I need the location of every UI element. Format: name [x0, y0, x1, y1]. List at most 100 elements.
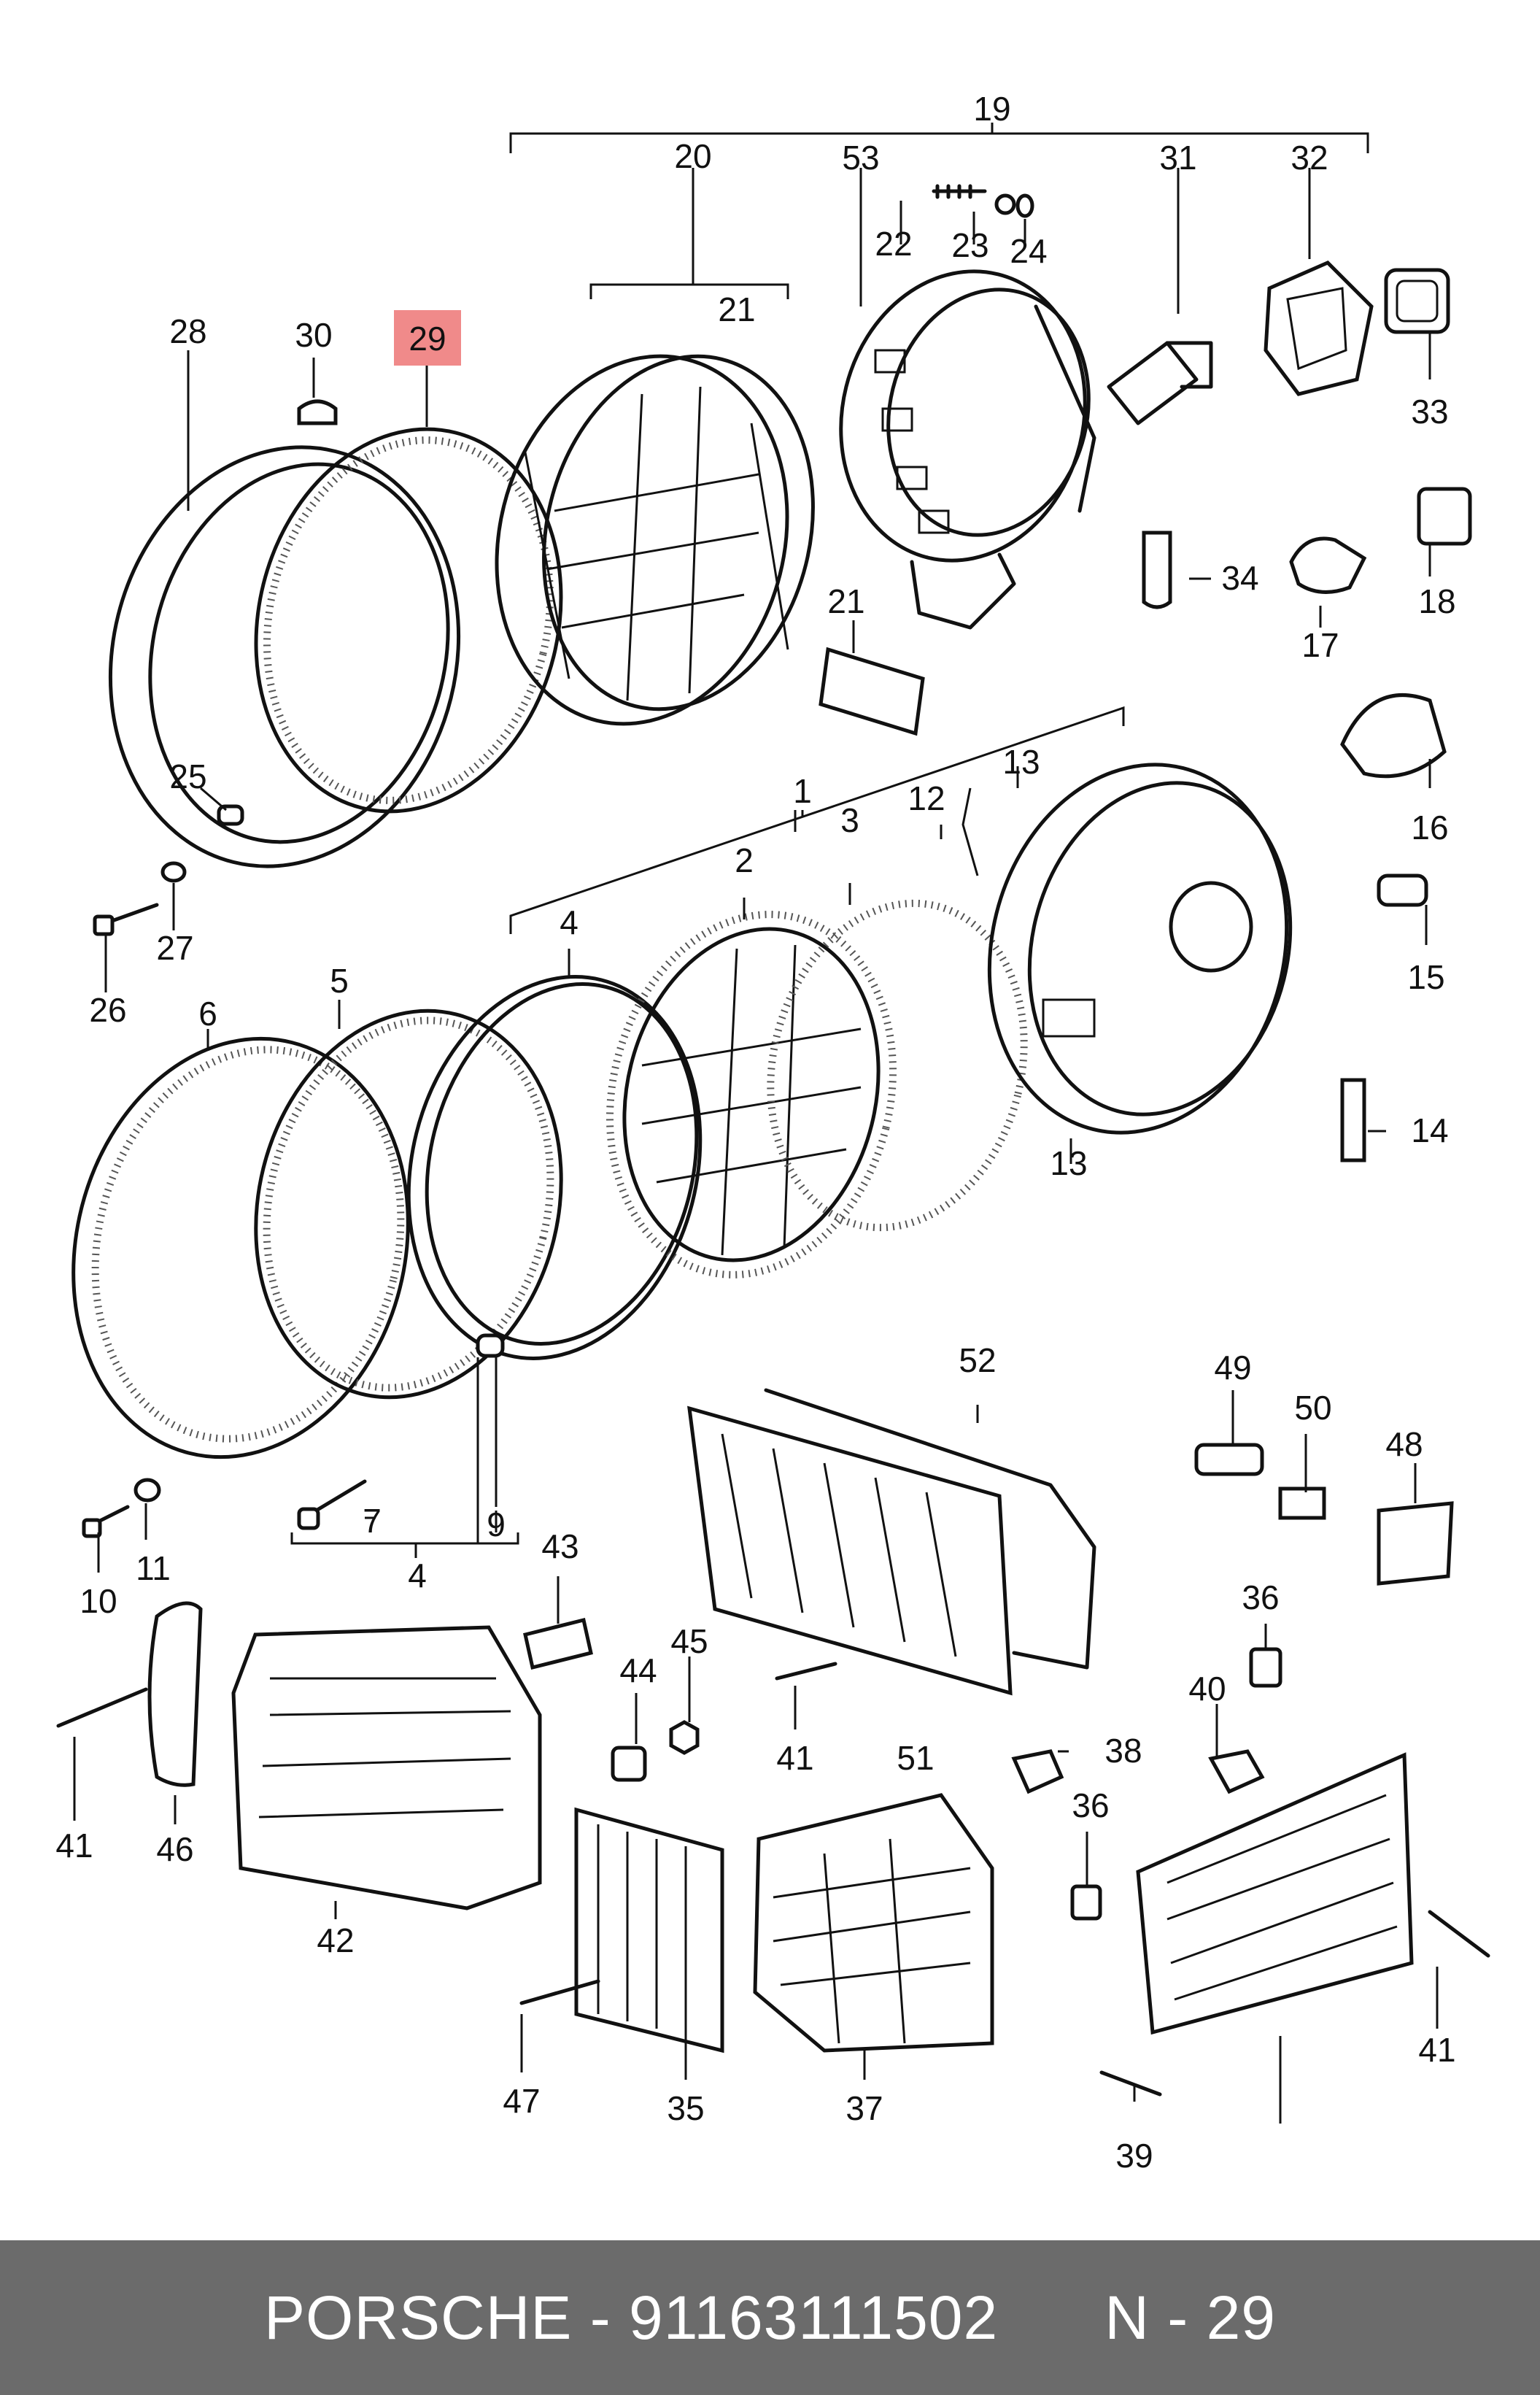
footer-brand: PORSCHE	[263, 2283, 573, 2352]
part-50-bulb	[1278, 1486, 1326, 1520]
part-32-socket-cap	[1264, 261, 1374, 396]
callout-3: 3	[840, 801, 859, 839]
bracket-4-bottom	[290, 1357, 519, 1545]
callout-25: 25	[169, 757, 206, 795]
callout-45: 45	[670, 1622, 708, 1660]
callout-41-right: 41	[1418, 2031, 1455, 2069]
callout-33: 33	[1411, 393, 1448, 431]
callout-32: 32	[1291, 139, 1328, 177]
part-13-housing	[987, 763, 1293, 1135]
callout-15: 15	[1407, 958, 1444, 996]
part-6-trim-ring	[71, 1036, 410, 1459]
part-39-side-lamp-lens	[1136, 1752, 1414, 2035]
part-info-footer: PORSCHE - 91163111502 N - 29	[0, 2240, 1540, 2395]
callout-29-highlighted: 29	[409, 320, 446, 358]
footer-separator: -	[572, 2283, 630, 2352]
callout-21-top: 21	[718, 290, 755, 328]
footer-gap	[998, 2283, 1104, 2353]
part-53-mounting-bracket	[839, 269, 1096, 630]
callout-19: 19	[973, 90, 1010, 128]
callout-34: 34	[1221, 559, 1258, 597]
part-31-bulb	[1107, 341, 1213, 425]
exploded-parts-diagram: 19 20 53 31 32 22 23 24 21 30 28 29 33 3…	[55, 90, 1490, 2175]
callout-49: 49	[1214, 1349, 1251, 1387]
callout-28: 28	[169, 312, 206, 350]
part-45-nut	[669, 1720, 700, 1755]
callout-11: 11	[136, 1549, 171, 1587]
callout-16: 16	[1411, 809, 1448, 846]
part-25-plug	[217, 804, 244, 826]
callout-6: 6	[198, 995, 217, 1033]
part-48-socket	[1377, 1501, 1454, 1586]
callout-44: 44	[619, 1651, 657, 1689]
callout-31: 31	[1159, 139, 1196, 177]
leader-lines	[73, 168, 1439, 2124]
part-28-trim-ring	[108, 445, 461, 868]
part-14-bulb	[1340, 1078, 1366, 1162]
callout-48: 48	[1385, 1425, 1423, 1463]
part-41-screws	[56, 1662, 1490, 2005]
part-42-fog-lamp	[231, 1625, 542, 1910]
parts-22-23-24-screw-set	[932, 184, 1034, 218]
callout-10: 10	[80, 1582, 117, 1620]
bracket-21	[589, 182, 789, 299]
callout-4-top: 4	[560, 903, 579, 941]
part-17-bulb	[1289, 536, 1367, 594]
callout-37: 39	[1115, 2137, 1153, 2175]
part-51-lamp-lens	[687, 1405, 1013, 1696]
part-46-lens-cover	[147, 1601, 203, 1787]
callout-36-top: 36	[1242, 1578, 1279, 1616]
part-26-screw	[93, 903, 159, 936]
callout-27: 27	[156, 929, 193, 967]
callout-50: 50	[1294, 1389, 1331, 1427]
callout-36-bottom: 36	[1072, 1786, 1109, 1824]
callout-47: 35	[667, 2089, 704, 2127]
callout-26: 26	[89, 991, 126, 1029]
callout-7: 7	[363, 1502, 382, 1540]
callout-13-top: 13	[1002, 743, 1040, 781]
callout-2: 2	[735, 841, 754, 879]
callout-14: 14	[1411, 1111, 1448, 1149]
part-35-indicator-lamp	[753, 1793, 994, 2053]
callout-41-bottom: 47	[503, 2082, 540, 2120]
part-12-wire	[961, 787, 979, 876]
callout-22: 22	[875, 225, 912, 263]
part-38-bulb	[1011, 1749, 1064, 1794]
bracket-1	[509, 706, 1125, 934]
callout-20: 20	[674, 137, 711, 175]
part-30-cap	[297, 399, 338, 425]
callout-21-lower: 21	[827, 582, 864, 620]
callout-42: 42	[317, 1921, 354, 1959]
callout-53: 53	[842, 139, 879, 177]
part-47-side-lens	[574, 1807, 724, 2053]
callout-labels: 19 20 53 31 32 22 23 24 21 30 28 29 33 3…	[55, 90, 1455, 2175]
part-44-nut	[611, 1746, 647, 1782]
part-4-retaining-ring	[406, 975, 703, 1360]
part-34-bulb	[1142, 531, 1172, 609]
callout-5: 5	[330, 962, 349, 1000]
part-52-lamp-housing	[764, 1388, 1096, 1670]
part-33-connector	[1384, 268, 1450, 334]
part-5-gasket	[254, 1008, 563, 1400]
callout-13-bottom: 13	[1050, 1144, 1087, 1182]
bracket-19	[509, 123, 1369, 153]
part-37-screw	[1099, 2070, 1162, 2097]
part-7-screw	[297, 1479, 367, 1530]
part-49-bulb	[1194, 1443, 1264, 1476]
part-15-bulb	[1377, 873, 1428, 907]
footer-position: N - 29	[1104, 2283, 1277, 2352]
callout-1: 1	[793, 772, 812, 810]
callout-46: 46	[156, 1830, 193, 1868]
callout-41-left: 41	[55, 1827, 93, 1864]
part-21-connector	[819, 647, 925, 736]
callout-30: 30	[295, 316, 332, 354]
callout-51: 51	[897, 1739, 934, 1777]
part-40-bulb	[1208, 1749, 1265, 1794]
part-2-headlamp-insert	[605, 911, 897, 1279]
part-27-washer	[160, 861, 187, 883]
callout-41-center: 41	[776, 1739, 813, 1777]
callout-38: 38	[1104, 1732, 1142, 1770]
callout-40: 40	[1188, 1670, 1226, 1708]
part-16-socket	[1340, 693, 1447, 779]
part-11-washer	[134, 1478, 161, 1503]
